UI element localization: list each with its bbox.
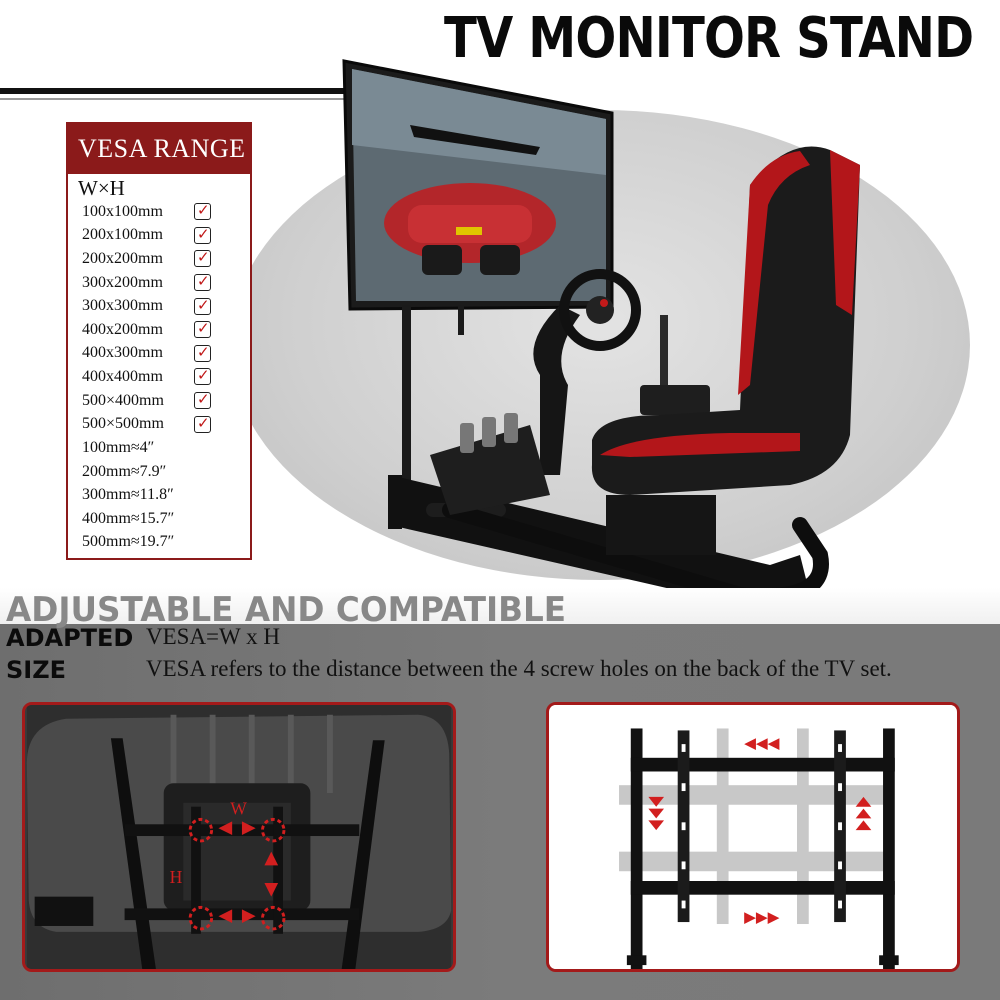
- vesa-formula: VESA=W x H: [146, 624, 280, 649]
- sim-racing-rig-image: [342, 59, 860, 588]
- headline-band: [0, 588, 1000, 624]
- direction-arrows: [648, 738, 872, 925]
- vesa-conversion: 100mm≈4″: [82, 438, 155, 456]
- checkbox-checked-icon: [194, 296, 211, 315]
- vesa-conversion: 400mm≈15.7″: [82, 509, 175, 527]
- adapted-label: ADAPTED: [6, 624, 134, 652]
- vesa-size-item: 200x200mm: [82, 247, 250, 271]
- vesa-size-label: 200x200mm: [82, 249, 163, 267]
- checkbox-checked-icon: [194, 319, 211, 339]
- vesa-size-label: 200x100mm: [82, 226, 163, 244]
- vesa-size-label: 400x200mm: [82, 320, 163, 338]
- height-label: H: [170, 867, 183, 887]
- vesa-size-label: 400x400mm: [82, 367, 163, 385]
- vesa-description: VESA refers to the distance between the …: [146, 656, 892, 681]
- checkbox-checked-icon: [194, 248, 211, 268]
- vesa-size-item: 100x100mm: [82, 200, 250, 224]
- width-label: W: [230, 799, 247, 819]
- vesa-conversion: 500mm≈19.7″: [82, 533, 175, 551]
- arrow-up-icon: [855, 796, 872, 831]
- mount-bracket-illustration: [550, 705, 956, 969]
- tv-back-mount-illustration: W H: [26, 705, 452, 969]
- vesa-size-item: 500×400mm: [82, 389, 250, 413]
- checkbox-checked-icon: [194, 366, 211, 386]
- vesa-size-label: 500×400mm: [82, 391, 164, 409]
- vesa-size-label: 300x300mm: [82, 297, 163, 315]
- vesa-range-header: VESA RANGE: [68, 124, 250, 174]
- title-underline-thin: [0, 98, 430, 100]
- checkbox-checked-icon: [194, 201, 211, 221]
- vesa-range-card: VESA RANGE W×H 100x100mm 200x100mm 200x2…: [66, 122, 252, 560]
- hero-section: TV MONITOR STAND: [0, 0, 1000, 588]
- vesa-size-item: 300x300mm: [82, 294, 250, 318]
- vesa-size-label: 300x200mm: [82, 273, 163, 291]
- checkbox-checked-icon: [194, 225, 211, 244]
- vesa-wh-subheader: W×H: [78, 176, 125, 200]
- title-underline: [0, 88, 440, 94]
- vesa-size-item: 200x100mm: [82, 224, 250, 248]
- checkbox-checked-icon: [194, 390, 211, 410]
- page-title: TV MONITOR STAND: [444, 6, 974, 71]
- tv-back-mount-photo: W H: [22, 702, 456, 972]
- arrow-right-icon: [744, 912, 780, 925]
- checkbox-checked-icon: [194, 343, 211, 362]
- vesa-size-item: 400x300mm: [82, 342, 250, 366]
- vesa-size-list: 100x100mm 200x100mm 200x200mm 300x200mm …: [68, 200, 250, 436]
- vesa-size-label: 100x100mm: [82, 202, 163, 220]
- section-headline: ADJUSTABLE AND COMPATIBLE: [6, 590, 567, 630]
- arrow-left-icon: [744, 738, 780, 750]
- vesa-size-item: 400x400mm: [82, 365, 250, 389]
- vesa-size-item: 500×500mm: [82, 412, 250, 436]
- arrow-icons: [218, 821, 279, 924]
- vesa-conversion: 200mm≈7.9″: [82, 462, 167, 480]
- mount-bracket-diagram: [546, 702, 960, 972]
- vesa-size-label: 500×500mm: [82, 415, 164, 433]
- vesa-size-item: 300x200mm: [82, 271, 250, 295]
- checkbox-checked-icon: [194, 272, 211, 292]
- size-label: SIZE: [6, 656, 67, 684]
- vesa-size-item: 400x200mm: [82, 318, 250, 342]
- vesa-conversion: 300mm≈11.8″: [82, 486, 174, 504]
- arrow-down-icon: [648, 796, 665, 831]
- checkbox-checked-icon: [194, 414, 211, 433]
- vesa-size-label: 400x300mm: [82, 344, 163, 362]
